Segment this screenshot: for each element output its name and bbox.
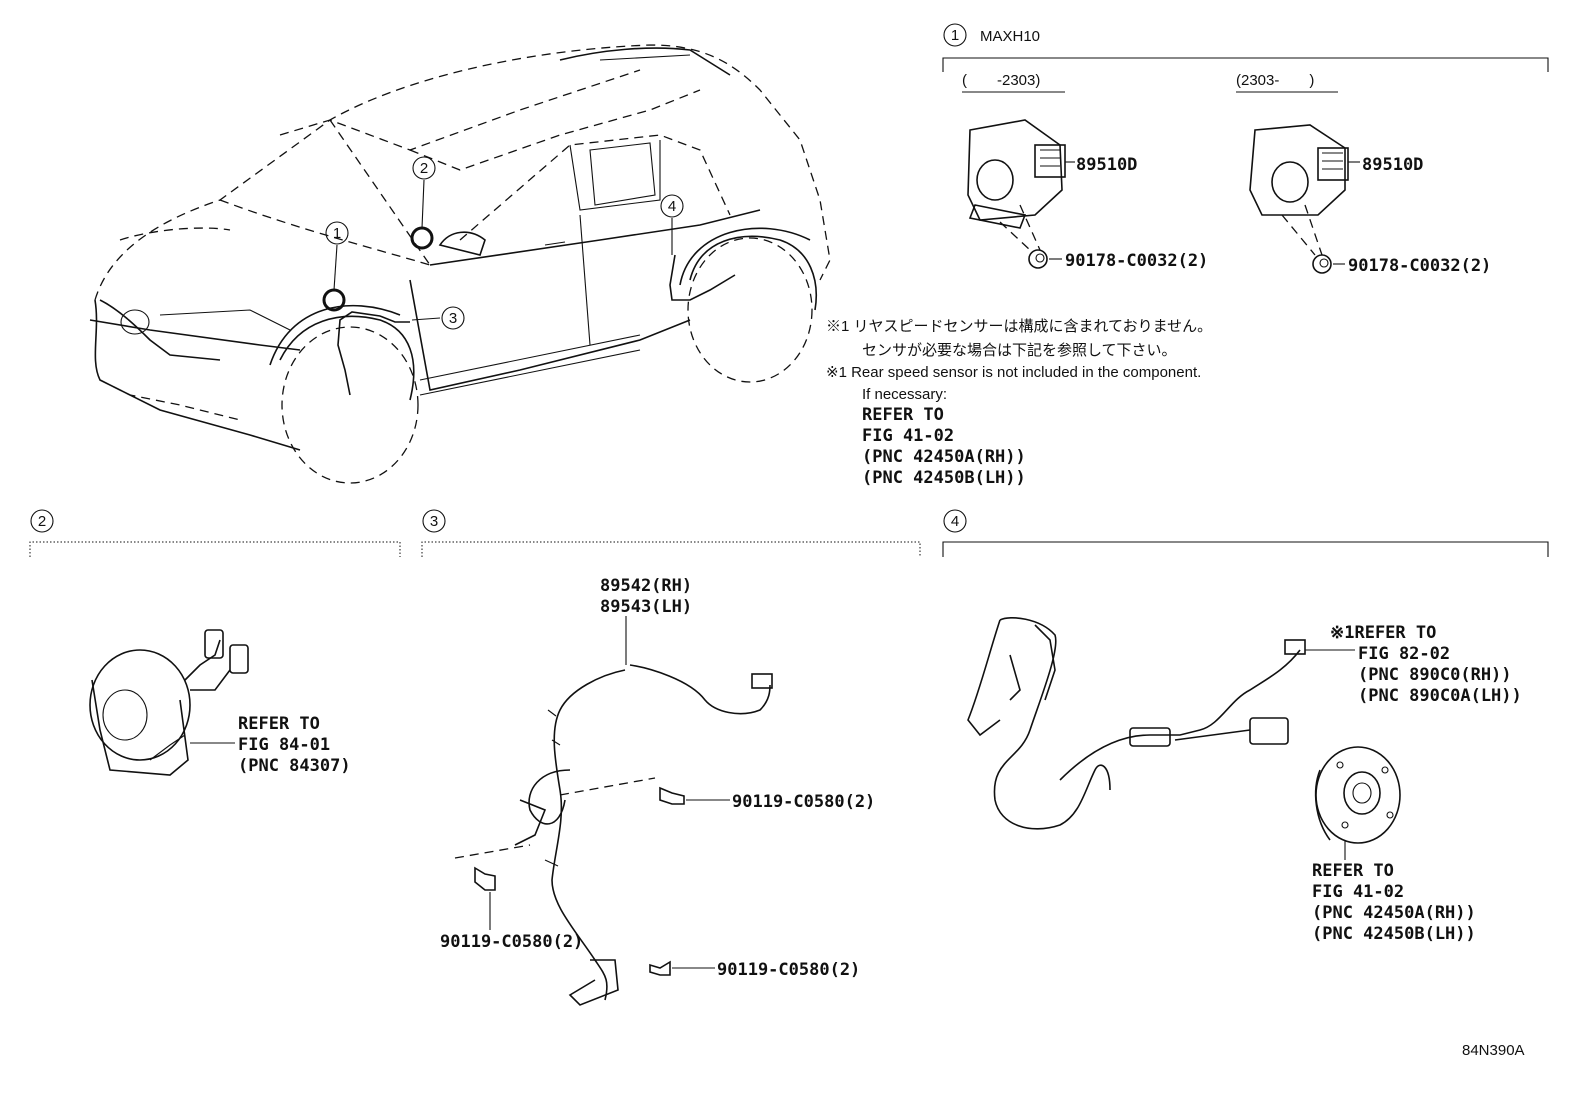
svg-text:2: 2	[38, 513, 46, 530]
hub-ref-2: FIG 41-02	[1312, 882, 1404, 902]
spiral-cable-ref-1: REFER TO	[238, 714, 320, 734]
bolt-icon	[474, 866, 496, 891]
hub-ref-3: (PNC 42450A(RH))	[1312, 903, 1476, 923]
rear-speed-sensor-harness	[967, 617, 1306, 830]
range-right: (2303- )	[1236, 72, 1314, 89]
svg-text:(PNC 42450B(LH)): (PNC 42450B(LH))	[862, 468, 1026, 488]
part-89510D-left: 89510D	[1076, 155, 1137, 175]
model-code: MAXH10	[980, 28, 1040, 45]
svg-text:3: 3	[449, 310, 457, 327]
svg-text:4: 4	[951, 513, 959, 530]
svg-text:2: 2	[420, 160, 428, 177]
yaw-rate-sensor-right	[1249, 124, 1349, 216]
spiral-cable-ref-2: FIG 84-01	[238, 735, 330, 755]
screw-icon	[1312, 254, 1332, 274]
rear-sensor-ref-2: FIG 82-02	[1358, 644, 1450, 664]
screw-90178-left: 90178-C0032(2)	[1065, 251, 1208, 271]
car-callout-3: 3	[441, 306, 465, 330]
svg-text:センサが必要な場合は下記を参照して下さい。: センサが必要な場合は下記を参照して下さい。	[862, 342, 1177, 359]
svg-text:※1 リヤスピードセンサーは構成に含まれておりません。: ※1 リヤスピードセンサーは構成に含まれておりません。	[826, 318, 1212, 335]
hub-ref-1: REFER TO	[1312, 861, 1394, 881]
car-callout-2: 2	[412, 156, 436, 180]
car-callout-4: 4	[660, 194, 684, 218]
section-3-header: 3	[421, 509, 921, 557]
svg-text:1: 1	[951, 27, 959, 44]
spiral-cable-ref-3: (PNC 84307)	[238, 756, 351, 776]
spiral-cable-illustration	[89, 629, 249, 776]
section-1-header: 1 MAXH10	[942, 23, 1549, 72]
svg-text:FIG 41-02: FIG 41-02	[862, 426, 954, 446]
hub-ref-4: (PNC 42450B(LH))	[1312, 924, 1476, 944]
rear-sensor-ref-3: (PNC 890C0(RH))	[1358, 665, 1512, 685]
part-89543-lh: 89543(LH)	[600, 597, 692, 617]
svg-text:1: 1	[333, 225, 341, 242]
car-callout-1: 1	[325, 221, 349, 245]
section-2-header: 2	[29, 509, 401, 557]
diagram-code: 84N390A	[1462, 1042, 1525, 1059]
section-4-header: 4	[942, 509, 1549, 557]
part-89510D-right: 89510D	[1362, 155, 1423, 175]
rear-hub-bearing-illustration	[1314, 746, 1401, 844]
range-left: ( -2303)	[962, 72, 1040, 89]
bolt-90119-a: 90119-C0580(2)	[732, 792, 875, 812]
svg-text:3: 3	[430, 513, 438, 530]
screw-icon	[1028, 249, 1048, 269]
svg-text:REFER TO: REFER TO	[862, 405, 944, 425]
rear-sensor-ref-4: (PNC 890C0A(LH))	[1358, 686, 1522, 706]
screw-90178-right: 90178-C0032(2)	[1348, 256, 1491, 276]
yaw-rate-sensor-left	[967, 119, 1066, 229]
bolt-icon	[659, 786, 685, 805]
svg-text:(PNC 42450A(RH)): (PNC 42450A(RH))	[862, 447, 1026, 467]
footnote: ※1 リヤスピードセンサーは構成に含まれておりません。 センサが必要な場合は下記…	[826, 318, 1212, 488]
svg-text:4: 4	[668, 198, 676, 215]
svg-text:※1 Rear speed sensor is not in: ※1 Rear speed sensor is not included in …	[826, 364, 1201, 381]
vehicle-illustration	[89, 44, 831, 484]
front-speed-sensor-harness	[514, 664, 773, 1006]
bolt-90119-c: 90119-C0580(2)	[717, 960, 860, 980]
svg-text:If necessary:: If necessary:	[862, 386, 947, 403]
bolt-90119-b: 90119-C0580(2)	[440, 932, 583, 952]
part-89542-rh: 89542(RH)	[600, 576, 692, 596]
bolt-icon	[649, 960, 671, 976]
rear-sensor-ref-1: ※1REFER TO	[1330, 623, 1436, 643]
